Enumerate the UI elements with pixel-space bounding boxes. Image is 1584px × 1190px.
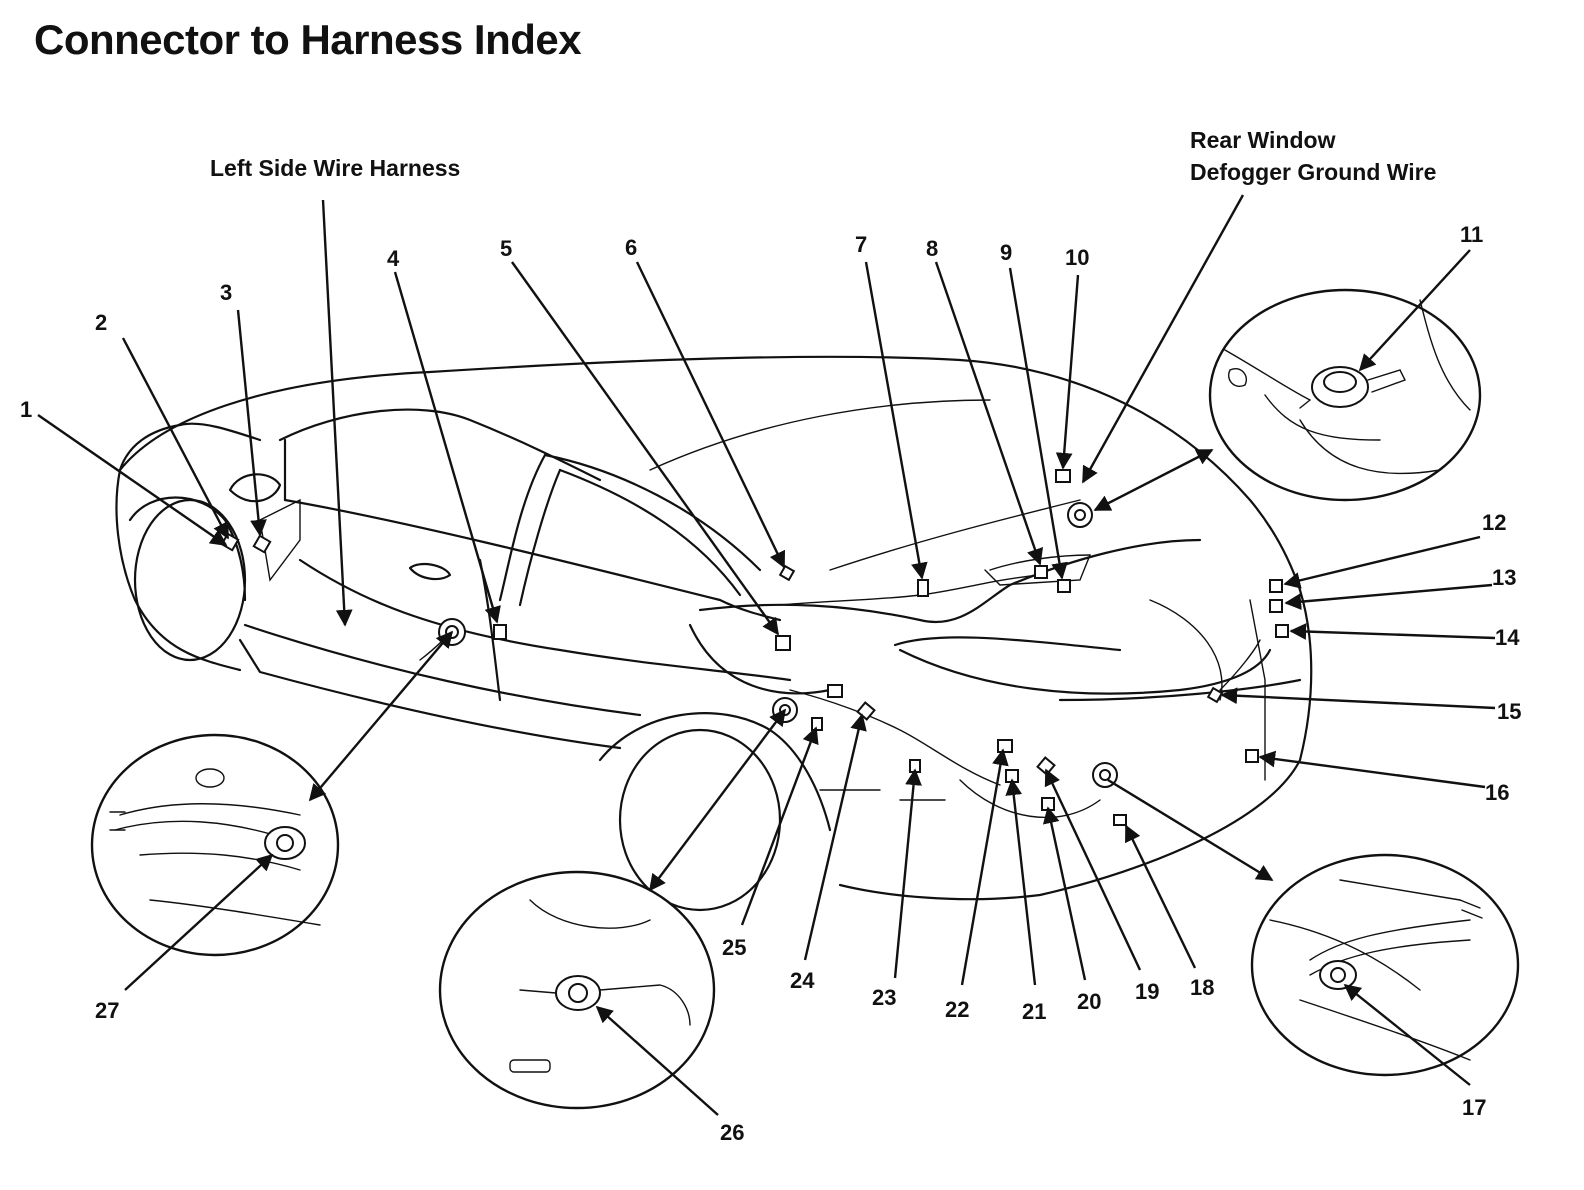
callout-20: 20 xyxy=(1077,989,1101,1014)
callout-4: 4 xyxy=(387,246,400,271)
callout-12: 12 xyxy=(1482,510,1506,535)
detail-view-26 xyxy=(438,870,716,1110)
callout-15: 15 xyxy=(1497,699,1521,724)
callout-26: 26 xyxy=(720,1120,744,1145)
car-connectors xyxy=(220,469,1289,826)
callout-3: 3 xyxy=(220,280,232,305)
callout-1: 1 xyxy=(20,397,32,422)
callout-21: 21 xyxy=(1022,999,1046,1024)
detail-view-17 xyxy=(1250,853,1520,1077)
callout-19: 19 xyxy=(1135,979,1159,1004)
callout-5: 5 xyxy=(500,236,512,261)
callout-7: 7 xyxy=(855,232,867,257)
rear-window-label-line1: Rear Window xyxy=(1190,127,1336,153)
callout-11: 11 xyxy=(1460,222,1483,247)
callout-9: 9 xyxy=(1000,240,1012,265)
left-side-harness-label: Left Side Wire Harness xyxy=(210,155,460,181)
callout-13: 13 xyxy=(1492,565,1516,590)
callout-17: 17 xyxy=(1462,1095,1486,1120)
callout-23: 23 xyxy=(872,985,896,1010)
detail-view-11 xyxy=(1208,288,1482,502)
callout-6: 6 xyxy=(625,235,637,260)
callout-16: 16 xyxy=(1485,780,1509,805)
callout-14: 14 xyxy=(1495,625,1520,650)
callout-18: 18 xyxy=(1190,975,1214,1000)
detail-view-27 xyxy=(90,733,340,957)
car-body xyxy=(115,355,1313,912)
callout-22: 22 xyxy=(945,997,969,1022)
callout-8: 8 xyxy=(926,236,938,261)
callout-numbers: 1 2 3 4 5 6 7 8 9 10 11 12 13 14 15 16 1… xyxy=(20,222,1521,1145)
callout-24: 24 xyxy=(790,968,815,993)
leader-lines xyxy=(37,194,1496,1116)
callout-25: 25 xyxy=(722,935,746,960)
callout-10: 10 xyxy=(1065,245,1089,270)
callout-2: 2 xyxy=(95,310,107,335)
page-title: Connector to Harness Index xyxy=(34,16,582,63)
callout-27: 27 xyxy=(95,998,119,1023)
rear-window-label-line2: Defogger Ground Wire xyxy=(1190,159,1436,185)
